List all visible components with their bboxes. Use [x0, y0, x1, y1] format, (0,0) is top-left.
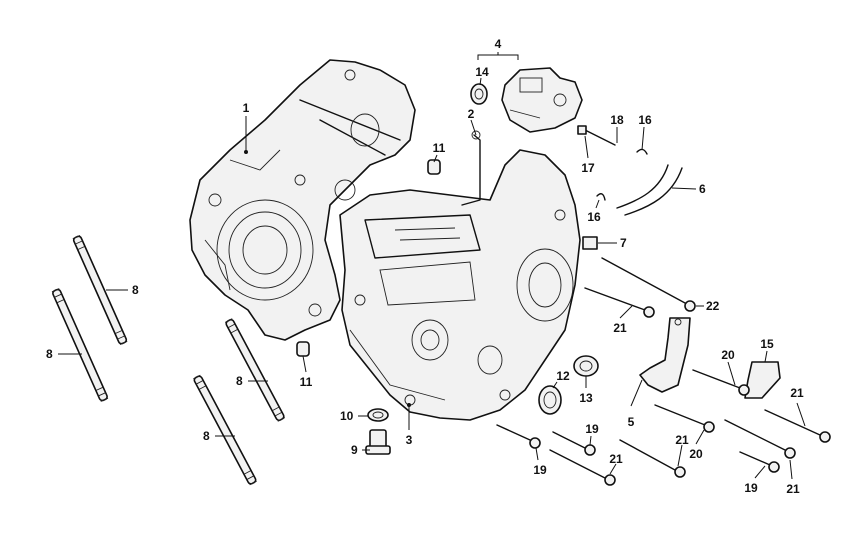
- callout-8: 8: [46, 347, 53, 361]
- callout-14: 14: [475, 65, 489, 79]
- oil-pipe: [461, 130, 481, 206]
- callout-19: 19: [533, 463, 547, 477]
- callout-8: 8: [132, 283, 139, 297]
- stud-bolt: [224, 318, 286, 422]
- bolt-19-a: [496, 424, 541, 449]
- callout-16: 16: [587, 210, 601, 224]
- thermostat-housing: [501, 67, 583, 133]
- bracket-7: [582, 236, 598, 250]
- right-crankcase-half: [339, 149, 581, 421]
- callout-20: 20: [689, 447, 703, 461]
- bolt-22: [601, 257, 696, 312]
- bolt-19-b: [739, 451, 780, 473]
- stud-bolt: [72, 234, 128, 346]
- callout-4: 4: [495, 37, 502, 51]
- callout-10: 10: [340, 409, 354, 423]
- callout-19: 19: [585, 422, 599, 436]
- callout-19: 19: [744, 481, 758, 495]
- hose-clip-lower: [596, 193, 606, 201]
- bracket-15: [744, 361, 781, 399]
- drain-washer: [367, 408, 389, 422]
- callout-17: 17: [581, 161, 595, 175]
- callout-13: 13: [579, 391, 593, 405]
- stud-bolt: [51, 288, 109, 402]
- callout-15: 15: [760, 337, 774, 351]
- callout-6: 6: [699, 182, 706, 196]
- bolt-17-18: [577, 125, 616, 146]
- callout-7: 7: [620, 236, 627, 250]
- callout-2: 2: [468, 107, 475, 121]
- dowel-pin-upper: [427, 159, 441, 175]
- callout-5: 5: [628, 415, 635, 429]
- oil-seal-13: [573, 355, 599, 377]
- hose-clip-upper: [636, 148, 648, 155]
- dowel-pin-lower: [296, 341, 310, 357]
- stud-bolt: [193, 374, 257, 486]
- left-crankcase-half: [189, 59, 416, 341]
- callout-18: 18: [610, 113, 624, 127]
- bracket-5: [639, 317, 691, 393]
- callout-21: 21: [790, 386, 804, 400]
- bolt-21-d: [724, 419, 796, 459]
- callout-21: 21: [613, 321, 627, 335]
- oil-seal-12: [538, 385, 562, 415]
- callout-12: 12: [556, 369, 570, 383]
- callout-1: 1: [243, 101, 250, 115]
- callout-21: 21: [675, 433, 689, 447]
- callout-8: 8: [203, 429, 210, 443]
- bolt-21-upper: [584, 287, 655, 318]
- callout-21: 21: [786, 482, 800, 496]
- water-hose: [616, 164, 683, 216]
- bolt-21-f: [549, 449, 616, 486]
- callout-21: 21: [609, 452, 623, 466]
- o-ring-14: [470, 83, 488, 105]
- callout-16: 16: [638, 113, 652, 127]
- callout-11: 11: [433, 141, 446, 155]
- bolt-20-b: [654, 404, 715, 433]
- callout-8: 8: [236, 374, 243, 388]
- bolt-21-e: [619, 439, 686, 478]
- callout-9: 9: [351, 443, 358, 457]
- callout-3: 3: [406, 433, 413, 447]
- callout-22: 22: [706, 299, 720, 313]
- bolt-21-c: [764, 409, 831, 443]
- stud-bolts: [51, 234, 286, 486]
- callout-11: 11: [300, 375, 313, 389]
- callout-20: 20: [721, 348, 735, 362]
- bolt-20-a: [692, 369, 750, 396]
- callouts: 1 2 3 4 5 6 7 8 8 8 8 9 10 11: [46, 37, 806, 496]
